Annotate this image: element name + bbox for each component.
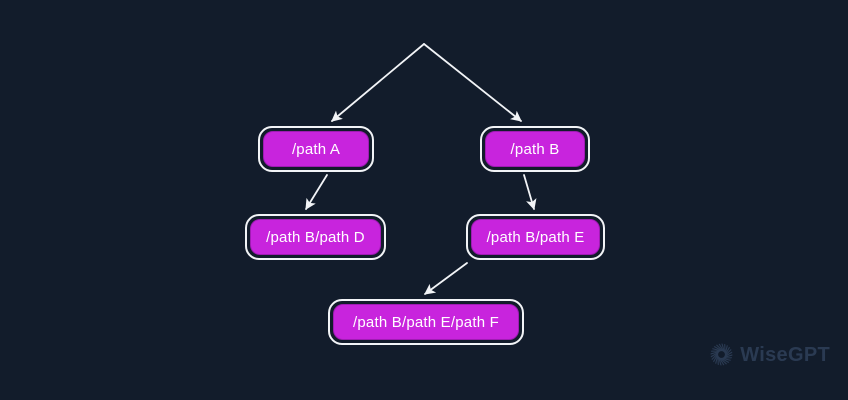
edge-pathB-to-pathE	[523, 174, 537, 211]
wisegpt-pinwheel-icon	[709, 342, 734, 367]
node-body: /path A	[263, 131, 369, 167]
watermark-text: WiseGPT	[740, 343, 830, 366]
node-body: /path B	[485, 131, 585, 167]
node-pathB[interactable]: /path B	[480, 126, 590, 172]
node-body: /path B/path E/path F	[333, 304, 519, 340]
edge-pathA-to-pathD	[305, 174, 328, 210]
node-label: /path B	[510, 140, 560, 158]
node-body: /path B/path E	[471, 219, 600, 255]
node-pathD[interactable]: /path B/path D	[245, 214, 386, 260]
node-label: /path B/path E/path F	[353, 313, 499, 331]
node-label: /path B/path E	[486, 228, 585, 246]
edge-pathE-to-pathF	[424, 262, 468, 295]
node-pathA[interactable]: /path A	[258, 126, 374, 172]
watermark: WiseGPT	[709, 342, 830, 367]
node-pathE[interactable]: /path B/path E	[466, 214, 605, 260]
node-body: /path B/path D	[250, 219, 381, 255]
edge-root-to-pathB	[423, 43, 522, 122]
edge-root-to-pathA	[331, 43, 425, 122]
node-label: /path B/path D	[266, 228, 365, 246]
node-pathF[interactable]: /path B/path E/path F	[328, 299, 524, 345]
node-label: /path A	[291, 140, 341, 158]
